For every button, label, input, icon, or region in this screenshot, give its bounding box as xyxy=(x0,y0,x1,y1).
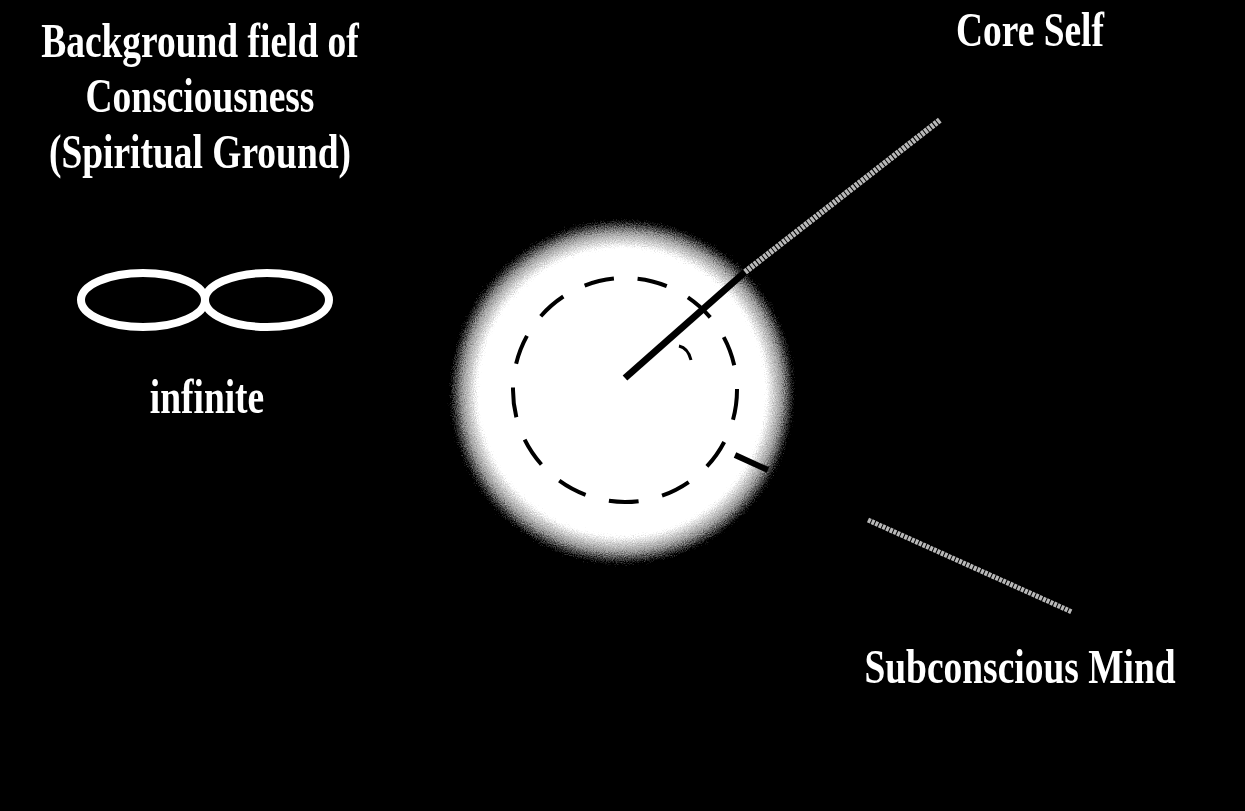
core-leader-line xyxy=(745,120,940,272)
part-label: Core Self xyxy=(835,2,1225,57)
subconscious-leader-line xyxy=(868,520,1072,612)
label-wrapper: infinite xyxy=(0,369,457,424)
subconscious-pointer xyxy=(735,455,768,470)
part-label: Subconscious Mind xyxy=(825,639,1215,694)
label-wrapper: Background field of Consciousness (Spiri… xyxy=(0,13,410,179)
self-sphere xyxy=(450,220,794,564)
label-wrapper: Subconscious Mind xyxy=(770,639,1245,694)
heading-label: Background field of Consciousness (Spiri… xyxy=(36,13,364,179)
infinity-symbol xyxy=(81,273,329,327)
angle-tick xyxy=(679,346,691,360)
infinite-label: infinite xyxy=(12,369,402,424)
core-pointer xyxy=(625,272,745,378)
label-wrapper: Core Self xyxy=(780,2,1245,57)
